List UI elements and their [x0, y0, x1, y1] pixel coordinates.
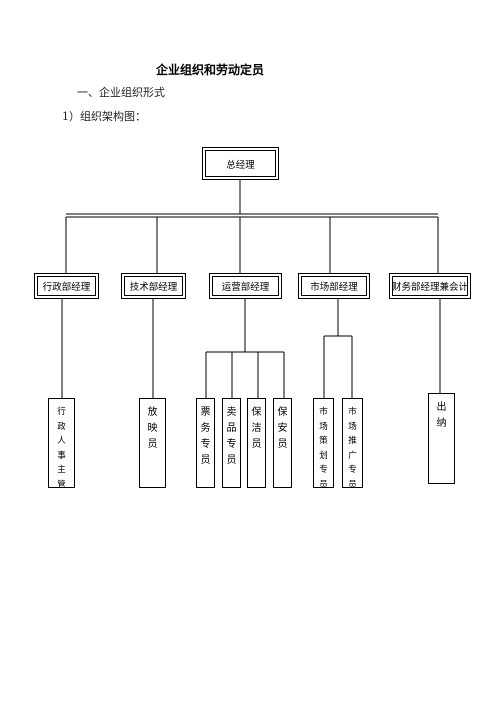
org-node-marketing-planning-specialist: 市 场 策 划 专 员	[313, 398, 334, 490]
org-node-concessions-specialist: 卖 品 专 员	[222, 398, 241, 488]
org-node-label: 市场部经理	[310, 282, 358, 293]
org-node-label: 技术部经理	[129, 282, 178, 293]
org-node-label: 运营部经理	[221, 282, 270, 293]
org-node-projectionist: 放 映 员	[139, 398, 166, 488]
document-title: 企业组织和劳动定员	[155, 63, 264, 77]
org-node-finance-manager: 财务部经理兼会计	[389, 273, 471, 299]
org-node-label: 总经理	[226, 159, 255, 171]
org-node-admin-manager: 行政部经理	[34, 273, 99, 299]
org-node-operations-manager: 运营部经理	[209, 273, 282, 299]
org-node-cashier: 出 纳	[428, 393, 455, 484]
org-node-general-manager: 总经理	[202, 147, 279, 180]
org-node-security-guard: 保 安 员	[273, 398, 292, 488]
org-node-ticketing-specialist: 票 务 专 员	[196, 398, 215, 488]
org-node-label: 行政部经理	[42, 282, 91, 293]
org-node-marketing-promotion-specialist: 市 场 推 广 专 员	[342, 398, 363, 490]
org-node-admin-hr-supervisor: 行 政 人 事 主 管	[48, 398, 75, 490]
org-node-label: 财务部经理兼会计	[391, 282, 468, 293]
org-node-tech-manager: 技术部经理	[121, 273, 186, 299]
org-node-cleaner: 保 洁 员	[247, 398, 266, 488]
section-heading: 一、企业组织形式	[77, 86, 165, 99]
org-node-marketing-manager: 市场部经理	[298, 273, 370, 299]
subsection-heading: 1）组织架构图：	[62, 110, 146, 123]
